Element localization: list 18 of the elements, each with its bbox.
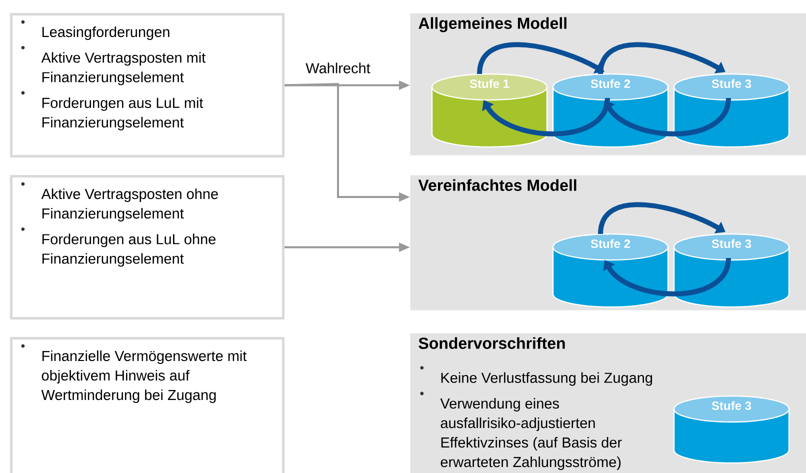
arrow [603, 258, 731, 296]
cylinder: Stufe 3 [673, 233, 790, 308]
node-label: Stufe 3 [712, 79, 752, 88]
arrow [482, 98, 610, 136]
node-label: Stufe 3 [712, 401, 752, 410]
node-label: Stufe 1 [470, 79, 510, 88]
arrow [603, 98, 731, 136]
cylinder: Stufe 3 [673, 73, 790, 148]
list-box: Aktive Vertragsposten ohne Finanzierungselement Forderungen aus LuL ohne Finanzierungselement [10, 175, 284, 320]
cylinder: Stufe 3 [673, 395, 790, 464]
node-label: Stufe 3 [712, 239, 752, 248]
cylinder: Stufe 1 [431, 73, 548, 148]
node-label: Stufe 2 [590, 79, 630, 88]
edge-label: Wahlrecht [304, 62, 372, 74]
list-box: Leasingforderungen Aktive Vertragsposten mit Finanzierungselement Forderungen aus LuL mit Finanzierungselement [10, 13, 284, 158]
node-label: Stufe 2 [590, 239, 630, 248]
cylinder: Stufe 2 [552, 233, 669, 308]
list-box: Finanzielle Vermögenswerte mit objektivem Hinweis auf Wertminderung bei Zugang [10, 337, 284, 473]
